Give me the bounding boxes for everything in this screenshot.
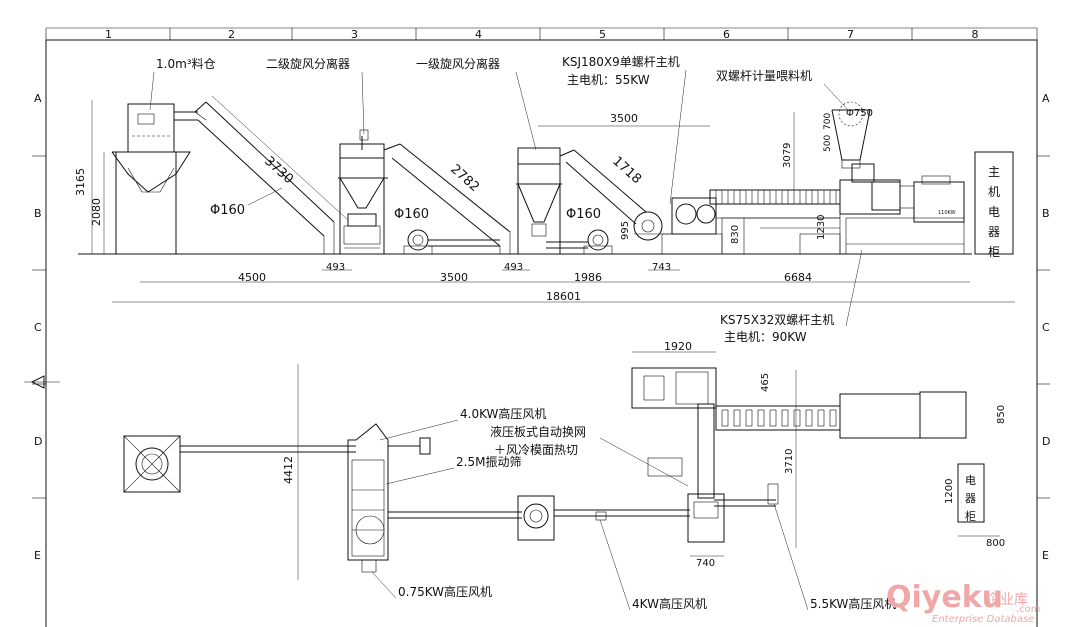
svg-text:.com: .com xyxy=(1016,604,1041,615)
label-screen-changer: 液压板式自动换网 xyxy=(490,424,586,439)
label-twin-screw: KS75X32双螺杆主机 xyxy=(720,313,834,327)
column-label: 7 xyxy=(847,28,854,41)
dim-830: 830 xyxy=(730,225,741,244)
dim-4412: 4412 xyxy=(282,456,295,484)
row-label-left: C xyxy=(34,321,42,334)
dim-3500-a: 3500 xyxy=(440,271,468,284)
label-fan-4kw: 4.0KW高压风机 xyxy=(460,406,546,421)
row-label-right: C xyxy=(1042,321,1050,334)
dim-995: 995 xyxy=(620,221,631,240)
cabinet-bottom xyxy=(957,463,985,523)
label-fan-075kw: 0.75KW高压风机 xyxy=(398,584,492,599)
motor-plate: 110KW xyxy=(938,210,956,216)
dim-3500-b: 3500 xyxy=(610,112,638,125)
column-label: 5 xyxy=(599,28,606,41)
row-label-left: E xyxy=(34,549,41,562)
dim-850: 850 xyxy=(996,405,1007,424)
label-cyclone2: 二级旋风分离器 xyxy=(266,56,350,71)
row-label-right: E xyxy=(1042,549,1049,562)
twin-screw-feeder xyxy=(831,101,871,169)
row-label-left: B xyxy=(34,207,42,220)
plan-twin-screw xyxy=(715,391,967,439)
dim-493-a: 493 xyxy=(326,262,345,273)
label-vibro: 2.5M振动筛 xyxy=(456,454,521,469)
dim-6684: 6684 xyxy=(784,271,812,284)
plan-vibrating-screen xyxy=(347,423,389,573)
svg-text:Qiyeku: Qiyeku xyxy=(886,580,1003,615)
duct-3730 xyxy=(194,95,349,254)
dim-500: 500 xyxy=(823,135,833,152)
cabinet-top-label: 柜 xyxy=(988,245,1000,259)
row-markers: A A B B C C D D E E xyxy=(32,92,1050,562)
label-twin-feeder: 双螺杆计量喂料机 xyxy=(716,69,812,83)
dim-3079: 3079 xyxy=(782,143,793,168)
frame-border xyxy=(45,39,1038,627)
dim-phi160-c: Φ160 xyxy=(566,207,601,222)
label-hot-cut: ＋风冷模面热切 xyxy=(494,443,578,457)
dim-1986: 1986 xyxy=(574,271,602,284)
cyclone-separator-1 xyxy=(516,147,562,254)
svg-text:Enterprise Database: Enterprise Database xyxy=(932,614,1034,625)
row-label-right: A xyxy=(1042,92,1050,105)
row-label-right: D xyxy=(1042,435,1050,448)
watermark: Qiyeku 企业库 .com Enterprise Database xyxy=(886,580,1041,625)
column-label: 3 xyxy=(351,28,358,41)
column-label: 4 xyxy=(475,28,482,41)
dim-phi750: Φ750 xyxy=(846,108,873,119)
dim-2080: 2080 xyxy=(90,198,103,226)
column-label: 6 xyxy=(723,28,730,41)
dim-1920: 1920 xyxy=(664,340,692,353)
label-single-motor: 主电机：55KW xyxy=(567,73,650,87)
cabinet-top-label: 电 xyxy=(988,205,1000,219)
label-fan-55kw: 5.5KW高压风机 xyxy=(810,596,896,611)
dim-800: 800 xyxy=(986,538,1005,549)
dim-1200: 1200 xyxy=(944,479,955,504)
dim-493-b: 493 xyxy=(504,262,523,273)
column-label: 2 xyxy=(228,28,235,41)
dim-1718: 1718 xyxy=(609,154,644,187)
cabinet-bottom-label: 柜 xyxy=(965,510,976,523)
label-twin-motor: 主电机：90KW xyxy=(724,330,807,344)
dim-2782: 2782 xyxy=(447,162,482,195)
label-cyclone1: 一级旋风分离器 xyxy=(416,56,500,71)
label-fan-4kw-b: 4KW高压风机 xyxy=(632,596,707,611)
dim-700: 700 xyxy=(823,113,833,130)
plan-hopper xyxy=(123,435,181,493)
dim-3165: 3165 xyxy=(74,168,87,196)
cabinet-bottom-label: 电 xyxy=(965,474,976,487)
row-label-left: D xyxy=(34,435,42,448)
twin-screw-extruder xyxy=(709,163,965,255)
dim-740: 740 xyxy=(696,558,715,569)
label-hopper: 1.0m³料仓 xyxy=(156,57,216,71)
cyclone-separator-2 xyxy=(338,129,388,254)
cabinet-top-label: 机 xyxy=(988,185,1000,199)
dim-phi160-a: Φ160 xyxy=(210,203,245,218)
dim-3710: 3710 xyxy=(784,449,795,474)
column-markers: 1 2 3 4 5 6 7 8 xyxy=(105,28,979,41)
hopper-1m3 xyxy=(111,103,198,254)
dim-phi160-b: Φ160 xyxy=(394,207,429,222)
label-single-screw: KSJ180X9单螺杆主机 xyxy=(562,55,680,69)
plan-fan-4kw xyxy=(419,437,431,455)
dim-465: 465 xyxy=(760,373,771,392)
plan-pelletizer-line xyxy=(631,367,779,543)
dim-18601: 18601 xyxy=(546,290,581,303)
plan-cyclone-1 xyxy=(517,495,555,541)
cabinet-top-label: 主 xyxy=(988,165,1000,179)
dim-1230: 1230 xyxy=(816,215,827,240)
column-label: 1 xyxy=(105,28,112,41)
cabinet-top-label: 器 xyxy=(988,225,1000,239)
single-screw-extruder xyxy=(633,197,723,255)
dim-743: 743 xyxy=(652,262,671,273)
cabinet-bottom-label: 器 xyxy=(965,492,976,505)
row-label-right: B xyxy=(1042,207,1050,220)
duct-2782 xyxy=(383,143,511,255)
cabinet-top xyxy=(974,151,1014,255)
duct-1718 xyxy=(546,149,647,255)
column-label: 8 xyxy=(972,28,979,41)
svg-text:企业库: 企业库 xyxy=(986,591,1028,608)
dim-4500: 4500 xyxy=(238,271,266,284)
row-label-left: A xyxy=(34,92,42,105)
